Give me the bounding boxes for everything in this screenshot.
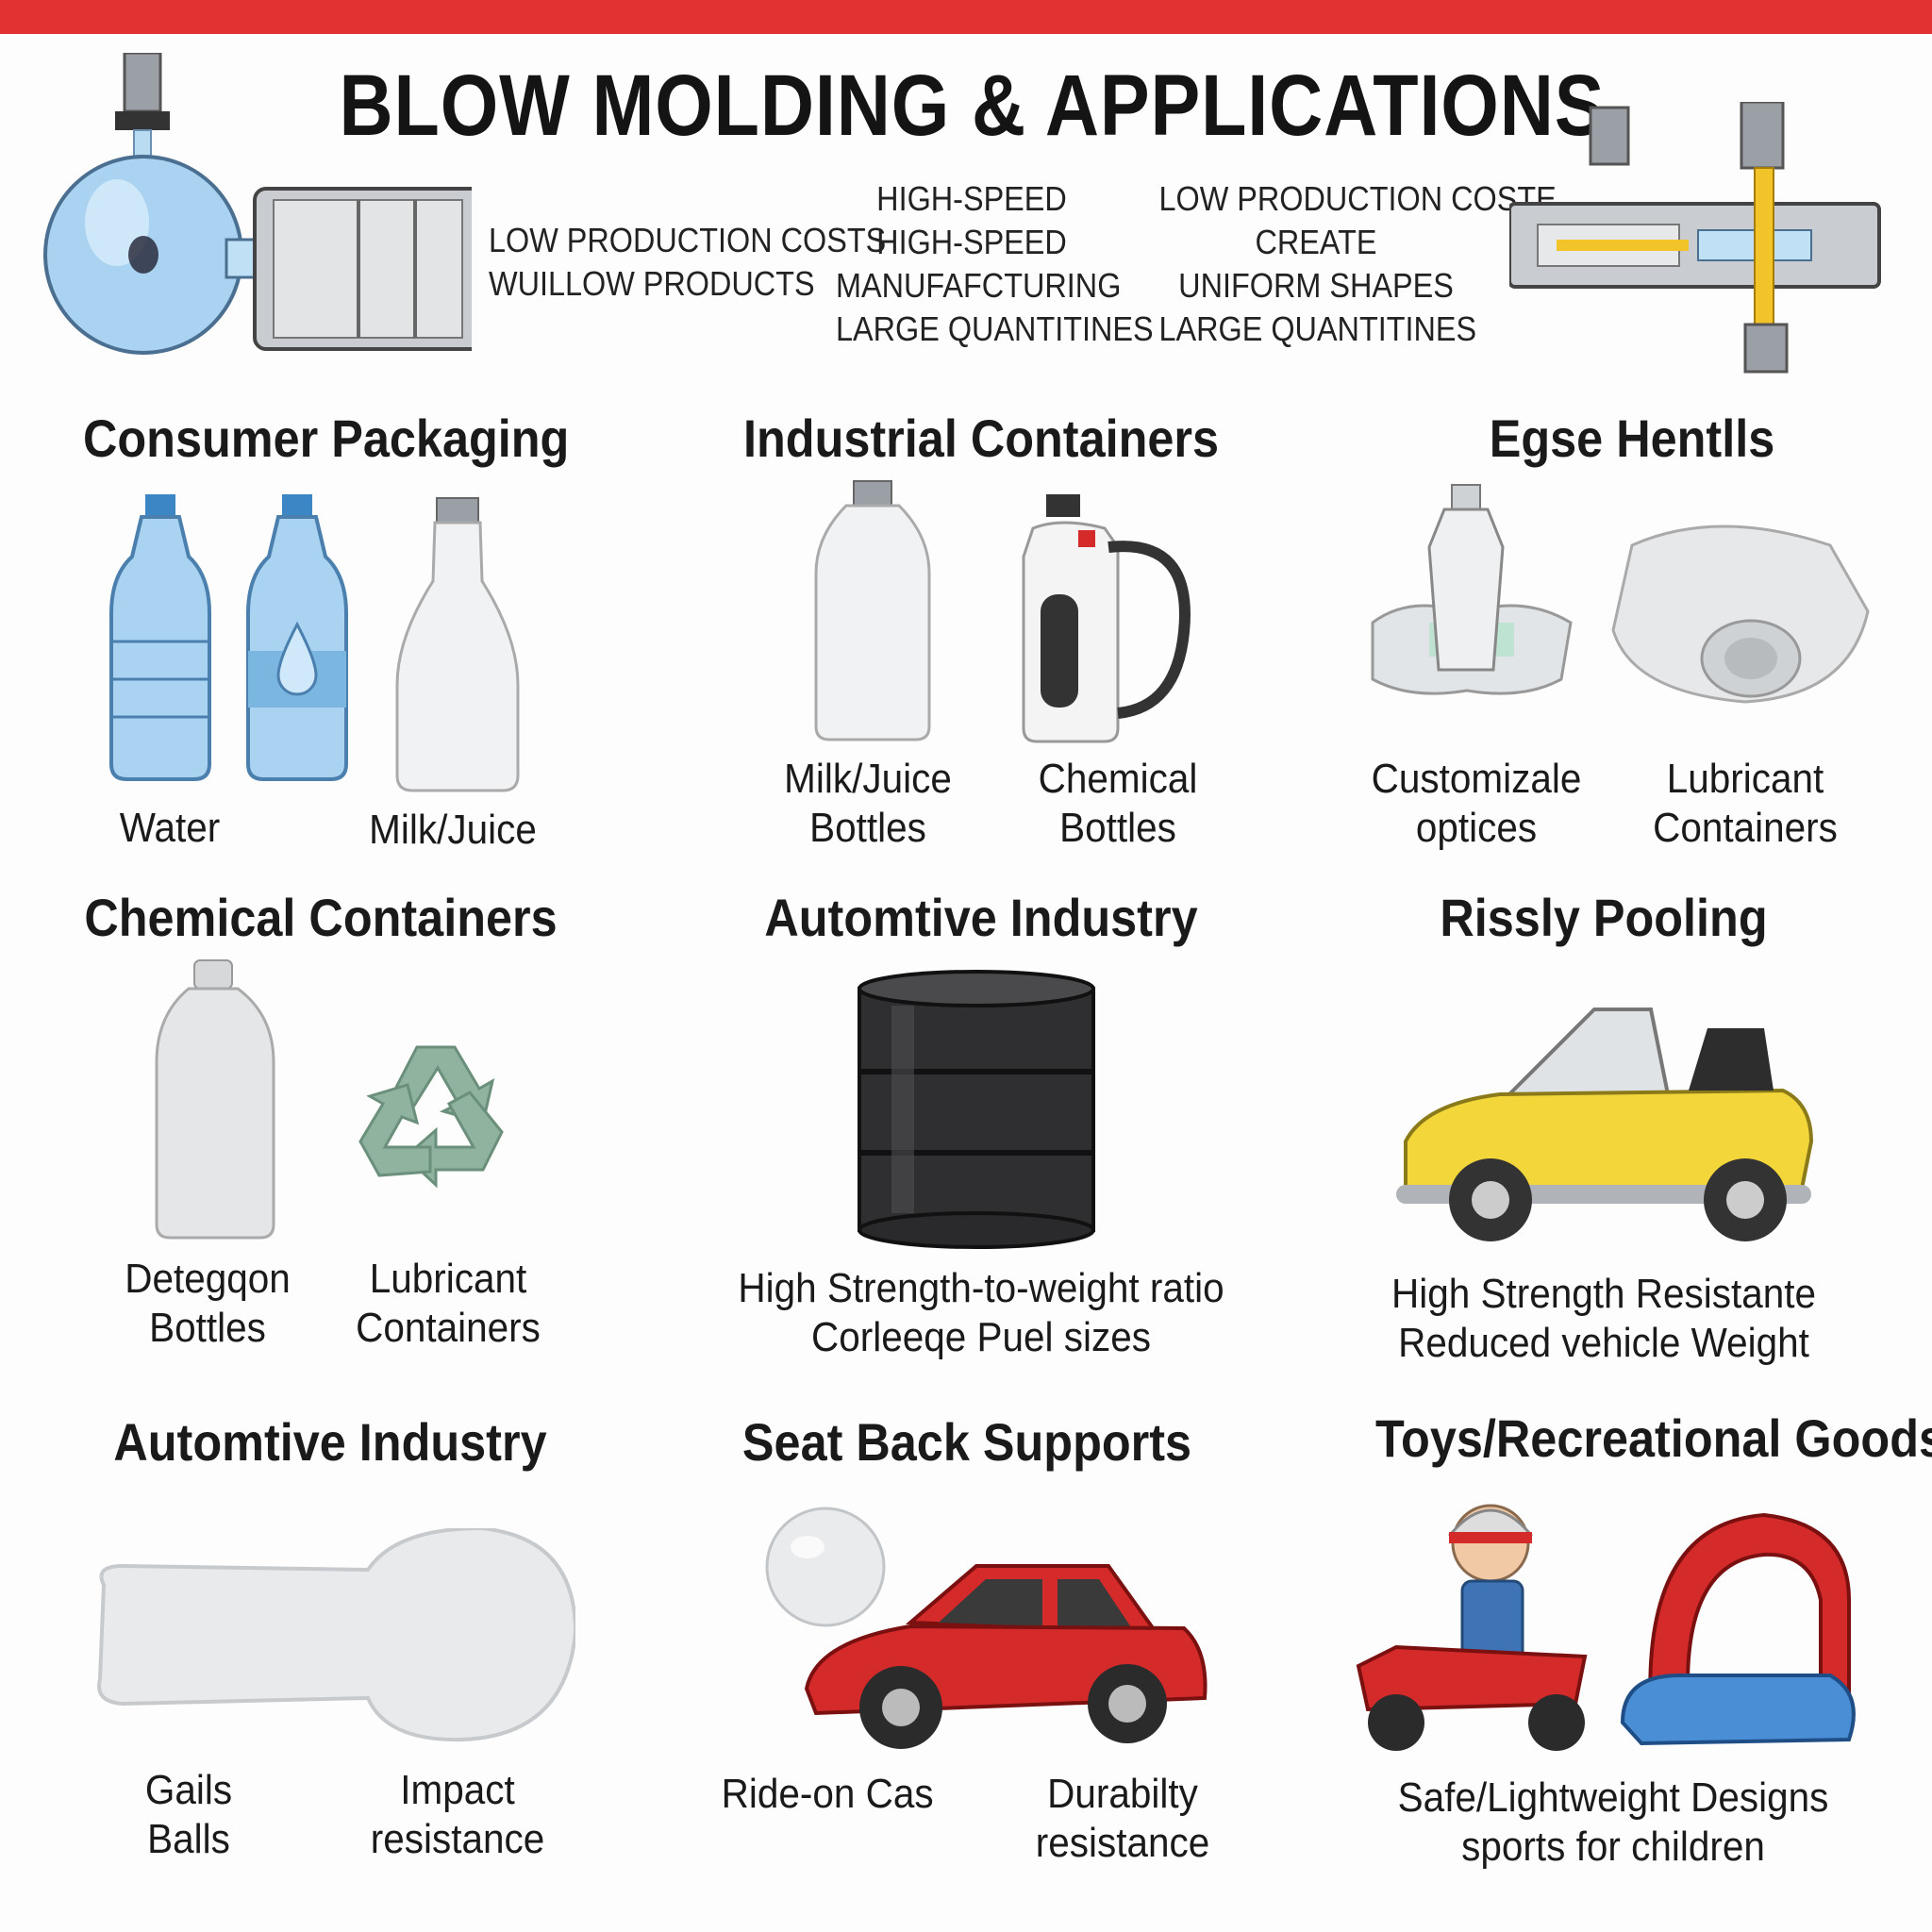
cylinder-part-icon — [1604, 508, 1877, 715]
item-label-line: Gails — [144, 1767, 233, 1813]
toy-icon — [1340, 1487, 1868, 1760]
detergent-bottle-icon — [151, 958, 283, 1241]
item-label-line: Ride-on Cas — [721, 1771, 934, 1817]
item-label-line: Lubricant — [1666, 756, 1824, 802]
feature-list-3: LOW PRODUCTION COSTE CREATE UNIFORM SHAP… — [1158, 177, 1557, 351]
milk-bottle-icon — [807, 479, 939, 743]
item-label: High Strength-to-weight ratio Corleeqe P… — [738, 1264, 1224, 1362]
item-label: Lubricant Containers — [344, 1255, 553, 1353]
item-label-line: optices — [1415, 805, 1538, 851]
item-label-line: Lubricant — [369, 1256, 527, 1302]
item-label: Durabilty resistance — [1019, 1770, 1227, 1868]
item-label: Milk/Juice — [349, 806, 558, 855]
item-label-line: Milk/Juice — [369, 807, 537, 853]
car-icon — [797, 1547, 1212, 1764]
section-heading: Automtive Industry — [113, 1412, 547, 1472]
page-title: BLOW MOLDING & APPLICATIONS — [339, 58, 1606, 154]
section-heading: Consumer Packaging — [83, 408, 570, 468]
feature-line: LARGE QUANTITINES — [1158, 309, 1477, 348]
sphere-icon — [764, 1506, 887, 1628]
item-label-line: Customizale — [1371, 756, 1582, 802]
section-heading: Automtive Industry — [764, 888, 1198, 947]
shaker-icon — [1354, 481, 1580, 717]
item-label-line: Bottles — [809, 805, 926, 851]
item-label: Gails Balls — [119, 1766, 258, 1864]
item-label: Impact resistance — [362, 1766, 553, 1864]
item-label: Chemical Bottles — [1023, 755, 1213, 853]
item-label: Detegqon Bottles — [112, 1255, 303, 1353]
section-heading: Chemical Containers — [84, 888, 558, 947]
item-label-line: Chemical — [1038, 756, 1198, 802]
item-label-line: Reduced vehicle Weight — [1398, 1320, 1809, 1366]
item-label-line: Impact — [400, 1767, 515, 1813]
section-heading: Egse Hentlls — [1489, 408, 1775, 468]
item-label: Water — [92, 804, 248, 853]
section-heading: Industrial Containers — [743, 408, 1220, 468]
section-heading: Toys/Recreational Goods — [1375, 1408, 1932, 1468]
item-label: Customizale optices — [1368, 755, 1585, 853]
feature-line: LOW PRODUCTION COSTS — [489, 221, 887, 259]
item-label-line: Corleeqe Puel sizes — [810, 1314, 1152, 1360]
item-label-line: Milk/Juice — [784, 756, 952, 802]
item-label-line: Durabilty — [1047, 1771, 1198, 1817]
item-label-line: Safe/Lightweight Designs — [1397, 1774, 1829, 1821]
item-label-line: sports for children — [1461, 1824, 1765, 1870]
feature-line: LOW PRODUCTION COSTE — [1158, 179, 1557, 218]
jug-icon — [1014, 491, 1203, 745]
top-accent-bar — [0, 0, 1932, 34]
item-label-line: Water — [119, 805, 221, 851]
blow-molding-machine-icon — [38, 53, 472, 364]
recycle-icon — [351, 1028, 530, 1198]
item-label-line: Detegqon — [125, 1256, 291, 1302]
feature-list-2: HIGH-SPEED HIGH-SPEED MANUFAFCTURING LAR… — [836, 177, 1154, 351]
item-label-line: Bottles — [1059, 805, 1176, 851]
item-label-line: High Strength-to-weight ratio — [738, 1265, 1224, 1311]
item-label: Safe/Lightweight Designs sports for chil… — [1370, 1774, 1856, 1872]
feature-line: MANUFAFCTURING — [836, 266, 1122, 305]
water-bottle-icon — [104, 491, 217, 783]
item-label-line: resistance — [1035, 1820, 1210, 1866]
feature-line: WUILLOW PRODUCTS — [489, 264, 815, 303]
item-label: Milk/Juice Bottles — [773, 755, 963, 853]
item-label-line: Containers — [356, 1305, 541, 1351]
feature-line: HIGH-SPEED — [876, 223, 1067, 261]
item-label: High Strength Resistante Reduced vehicle… — [1360, 1270, 1846, 1368]
oil-drum-icon — [854, 968, 1099, 1251]
section-heading: Seat Back Supports — [741, 1412, 1192, 1472]
item-label-line: resistance — [370, 1816, 545, 1862]
feature-line: CREATE — [1255, 223, 1377, 261]
item-label: Ride-on Cas — [721, 1770, 934, 1819]
item-label-line: Balls — [147, 1816, 230, 1862]
item-label: Lubricant Containers — [1632, 755, 1857, 853]
section-heading: Rissly Pooling — [1440, 888, 1768, 947]
feature-line: LARGE QUANTITINES — [836, 309, 1154, 348]
water-bottle-icon — [241, 491, 354, 783]
molded-part-icon — [85, 1528, 575, 1745]
item-label-line: Containers — [1653, 805, 1838, 851]
item-label-line: High Strength Resistante — [1391, 1271, 1817, 1317]
feature-line: HIGH-SPEED — [876, 179, 1067, 218]
milk-bottle-icon — [391, 496, 524, 794]
car-icon — [1387, 1000, 1821, 1255]
feature-list-1: LOW PRODUCTION COSTS WUILLOW PRODUCTS — [489, 219, 887, 306]
feature-line: UNIFORM SHAPES — [1178, 266, 1454, 305]
extrusion-machine-icon — [1509, 102, 1887, 375]
item-label-line: Bottles — [149, 1305, 266, 1351]
